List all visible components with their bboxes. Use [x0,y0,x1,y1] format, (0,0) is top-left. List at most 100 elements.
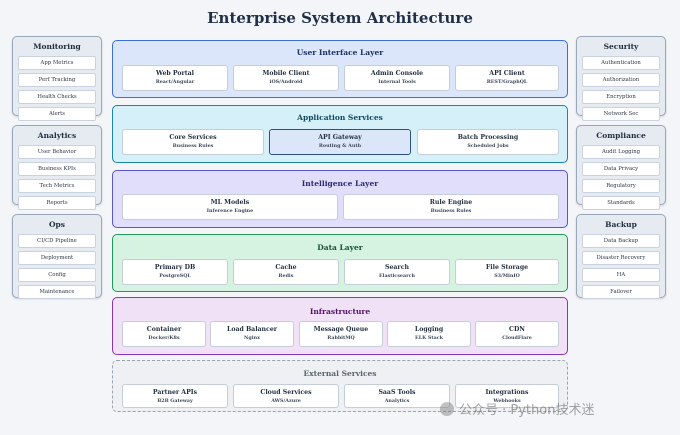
panel-item: Failover [582,285,660,299]
panel-item: Business KPIs [18,162,96,176]
box-sub: RabbitMQ [327,335,355,341]
backup-panel: Backup Data Backup Disaster Recovery HA … [576,214,666,299]
box-sub: CloudFlare [502,335,532,341]
panel-item: Disaster Recovery [582,251,660,265]
panel-item: Maintenance [18,285,96,299]
api-client-box: API Client REST/GraphQL [455,65,559,91]
cdn-box: CDN CloudFlare [475,321,559,347]
message-queue-box: Message Queue RabbitMQ [299,321,383,347]
compliance-panel: Compliance Audit Logging Data Privacy Re… [576,125,666,210]
box-sub: AWS/Azure [271,398,301,404]
layer-title: Intelligence Layer [301,179,379,188]
panel-item: App Metrics [18,56,96,70]
box-sub: Internal Tools [378,79,416,85]
cloud-services-box: Cloud Services AWS/Azure [233,384,339,408]
infrastructure-layer: Infrastructure Container Docker/K8s Load… [112,297,568,355]
container-box: Container Docker/K8s [122,321,206,347]
box-sub: Routing & Auth [318,143,362,149]
box-sub: Redis [278,273,294,279]
saas-tools-box: SaaS Tools Analytics [344,384,450,408]
monitoring-panel: Monitoring App Metrics Perf Tracking Hea… [12,36,102,121]
box-sub: Scheduled Jobs [467,143,509,149]
load-balancer-box: Load Balancer Nginx [210,321,294,347]
box-name: Container [146,326,182,333]
panel-title: Compliance [596,131,646,140]
box-name: SaaS Tools [378,389,416,396]
panel-item: Audit Logging [582,145,660,159]
user-interface-layer: User Interface Layer Web Portal React/An… [112,40,568,98]
layer-title: User Interface Layer [296,48,384,57]
box-sub: Webhooks [493,398,521,404]
box-name: Load Balancer [226,326,278,333]
panel-item: Authentication [582,56,660,70]
panel-item: Authorization [582,73,660,87]
box-sub: REST/GraphQL [486,79,528,85]
layer-title: Data Layer [317,243,363,252]
ops-panel: Ops CI/CD Pipeline Deployment Config Mai… [12,214,102,299]
box-sub: PostgreSQL [159,273,191,279]
wechat-icon [440,402,454,416]
ml-models-box: ML Models Inference Engine [122,194,338,220]
box-sub: Inference Engine [206,208,254,214]
panel-item: HA [582,268,660,282]
watermark-text: 公众号 · Python技术迷 [459,403,595,418]
panel-title: Analytics [37,131,77,140]
box-name: ML Models [210,199,250,206]
primary-db-box: Primary DB PostgreSQL [122,259,228,285]
box-name: Message Queue [313,326,369,333]
diagram-title: Enterprise System Architecture [207,9,473,27]
watermark: 公众号 · Python技术迷 [440,399,594,418]
security-panel: Security Authentication Authorization En… [576,36,666,121]
box-name: Batch Processing [457,134,519,141]
box-name: API Gateway [318,134,362,141]
box-sub: Elasticsearch [378,273,416,279]
box-sub: Business Rules [430,208,472,214]
external-services-layer: External Services Partner APIs B2B Gatew… [112,360,568,412]
box-name: Cache [275,264,297,271]
search-box: Search Elasticsearch [344,259,450,285]
cache-box: Cache Redis [233,259,339,285]
box-sub: ELK Stack [415,335,443,341]
box-sub: Nginx [244,335,260,341]
integrations-box: Integrations Webhooks [455,384,559,408]
analytics-panel: Analytics User Behavior Business KPIs Te… [12,125,102,210]
box-name: CDN [509,326,525,333]
box-name: Partner APIs [152,389,198,396]
panel-item: Regulatory [582,179,660,193]
intelligence-layer: Intelligence Layer ML Models Inference E… [112,170,568,228]
rule-engine-box: Rule Engine Business Rules [343,194,559,220]
box-name: Primary DB [154,264,196,271]
panel-item: Health Checks [18,90,96,104]
panel-item: Config [18,268,96,282]
panel-title: Backup [605,220,637,229]
panel-item: Tech Metrics [18,179,96,193]
layer-title: Application Services [297,113,383,122]
partner-apis-box: Partner APIs B2B Gateway [122,384,228,408]
logging-box: Logging ELK Stack [387,321,471,347]
application-services-layer: Application Services Core Services Busin… [112,105,568,163]
box-sub: Analytics [384,398,410,404]
panel-item: Deployment [18,251,96,265]
box-name: API Client [489,70,525,77]
panel-title: Security [603,42,639,51]
panel-item: Reports [18,196,96,210]
box-name: Search [385,264,409,271]
box-sub: B2B Gateway [157,398,193,404]
admin-console-box: Admin Console Internal Tools [344,65,450,91]
panel-item: Standards [582,196,660,210]
box-name: File Storage [485,264,529,271]
box-name: Integrations [485,389,529,396]
layer-title: Infrastructure [309,307,371,316]
box-sub: Business Rules [172,143,214,149]
box-name: Core Services [169,134,217,141]
box-name: Web Portal [156,70,194,77]
box-name: Admin Console [370,70,424,77]
box-sub: Docker/K8s [148,335,180,341]
mobile-client-box: Mobile Client iOS/Android [233,65,339,91]
web-portal-box: Web Portal React/Angular [122,65,228,91]
panel-title: Ops [49,220,65,229]
box-sub: S3/MinIO [494,273,520,279]
panel-item: Encryption [582,90,660,104]
panel-item: Perf Tracking [18,73,96,87]
panel-item: User Behavior [18,145,96,159]
